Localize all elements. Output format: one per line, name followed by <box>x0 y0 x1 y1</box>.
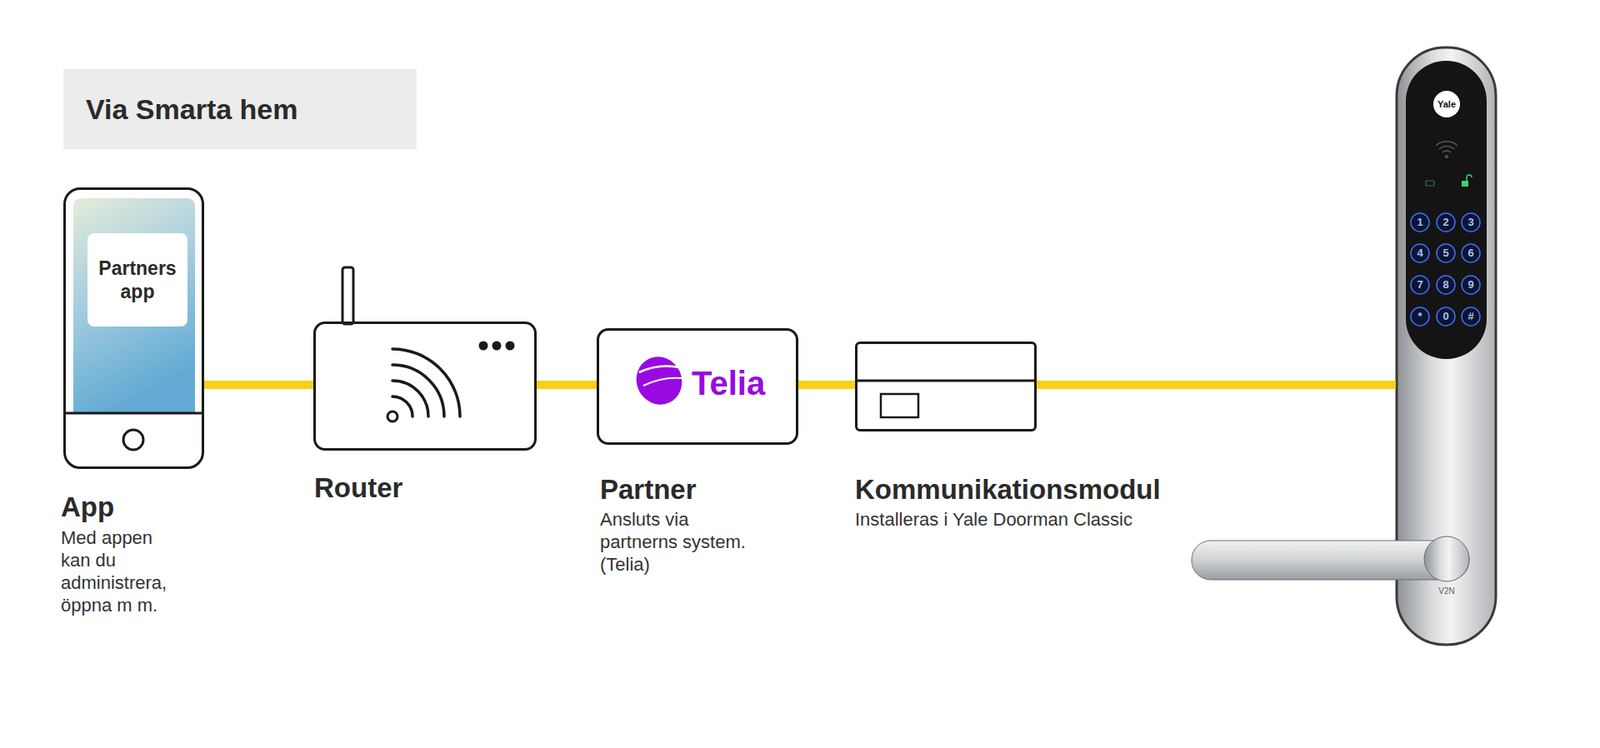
key-label: # <box>1467 310 1474 323</box>
key-label: 3 <box>1467 216 1474 229</box>
key-label: 8 <box>1442 279 1449 291</box>
key <box>1410 307 1430 326</box>
wifi-arc <box>392 396 413 417</box>
phone-screen <box>73 198 195 414</box>
connector-line <box>536 380 597 390</box>
title-panel: Via Smarta hem <box>63 69 417 150</box>
logo-stripe <box>643 378 682 386</box>
key <box>1436 307 1455 326</box>
wifi-arc <box>392 380 429 417</box>
wifi-dot <box>387 411 398 422</box>
home-button <box>123 430 144 450</box>
app-name: Partners app <box>87 256 188 304</box>
module-divider <box>855 380 1036 383</box>
node-heading: Router <box>314 472 403 505</box>
module-box: KommunikationsmodulInstalleras i Yale Do… <box>855 341 1037 432</box>
app-card: Partners app <box>87 233 188 327</box>
logo-badge <box>1433 90 1460 118</box>
key-label: 2 <box>1442 216 1449 229</box>
lock-indicator <box>1466 175 1472 181</box>
key <box>1461 307 1480 326</box>
key <box>1461 244 1480 263</box>
lock-outline: YaleV2N <box>1395 46 1497 646</box>
rfid-arc <box>1435 141 1458 146</box>
rfid-arc <box>1439 145 1455 150</box>
node-description: Installeras i Yale Doorman Classic <box>855 508 1133 531</box>
key <box>1461 213 1480 232</box>
key-label: 4 <box>1416 247 1423 260</box>
keypad-panel <box>1405 60 1487 360</box>
logo-text: Telia <box>691 364 765 403</box>
node-description: Ansluts via partnerns system. (Telia) <box>600 508 767 576</box>
keypad <box>1410 213 1480 326</box>
key-label: 1 <box>1416 216 1423 229</box>
connector-line <box>204 380 314 390</box>
key-label: 7 <box>1416 279 1423 291</box>
key <box>1436 275 1455 295</box>
key <box>1436 213 1455 232</box>
phone-outline: Partners appAppMed appen kan du administ… <box>63 187 205 470</box>
connector-line <box>798 380 855 390</box>
key-label: * <box>1417 310 1422 323</box>
logo-stripe <box>639 365 680 373</box>
partner-box: TeliaPartnerAnsluts via partnerns system… <box>596 328 799 445</box>
brand-text: Yale <box>1437 99 1456 110</box>
key <box>1461 275 1480 295</box>
node-heading: App <box>60 491 115 524</box>
logo-mark <box>628 349 690 412</box>
node-heading: Partner <box>600 474 697 506</box>
rfid-arc <box>1442 150 1451 153</box>
key-label: 5 <box>1442 247 1449 260</box>
diagram-title: Via Smarta hem <box>85 92 299 126</box>
router-dot <box>505 341 515 351</box>
key <box>1410 244 1430 263</box>
lock-indicator <box>1461 180 1469 187</box>
key <box>1436 244 1455 263</box>
rfid-dot <box>1445 155 1449 159</box>
node-heading: Kommunikationsmodul <box>855 474 1161 506</box>
wifi-arc <box>392 349 460 417</box>
key <box>1410 275 1430 295</box>
wifi-arc <box>392 365 445 417</box>
phone-divider <box>64 412 204 415</box>
connector-line <box>1036 380 1396 390</box>
model-text: V2N <box>1438 586 1455 597</box>
router-box: Router <box>313 321 537 451</box>
router-dot <box>492 341 502 351</box>
key-label: 6 <box>1467 247 1474 260</box>
router-dot <box>479 341 489 351</box>
key-label: 0 <box>1442 310 1449 323</box>
battery-indicator <box>1425 180 1435 186</box>
key-label: 9 <box>1467 279 1474 291</box>
key <box>1410 213 1430 232</box>
node-description: Med appen kan du administrera, öppna m m… <box>60 526 182 617</box>
router-antenna <box>342 267 354 325</box>
module-slot <box>880 394 919 418</box>
handle-rosette <box>1424 536 1470 582</box>
